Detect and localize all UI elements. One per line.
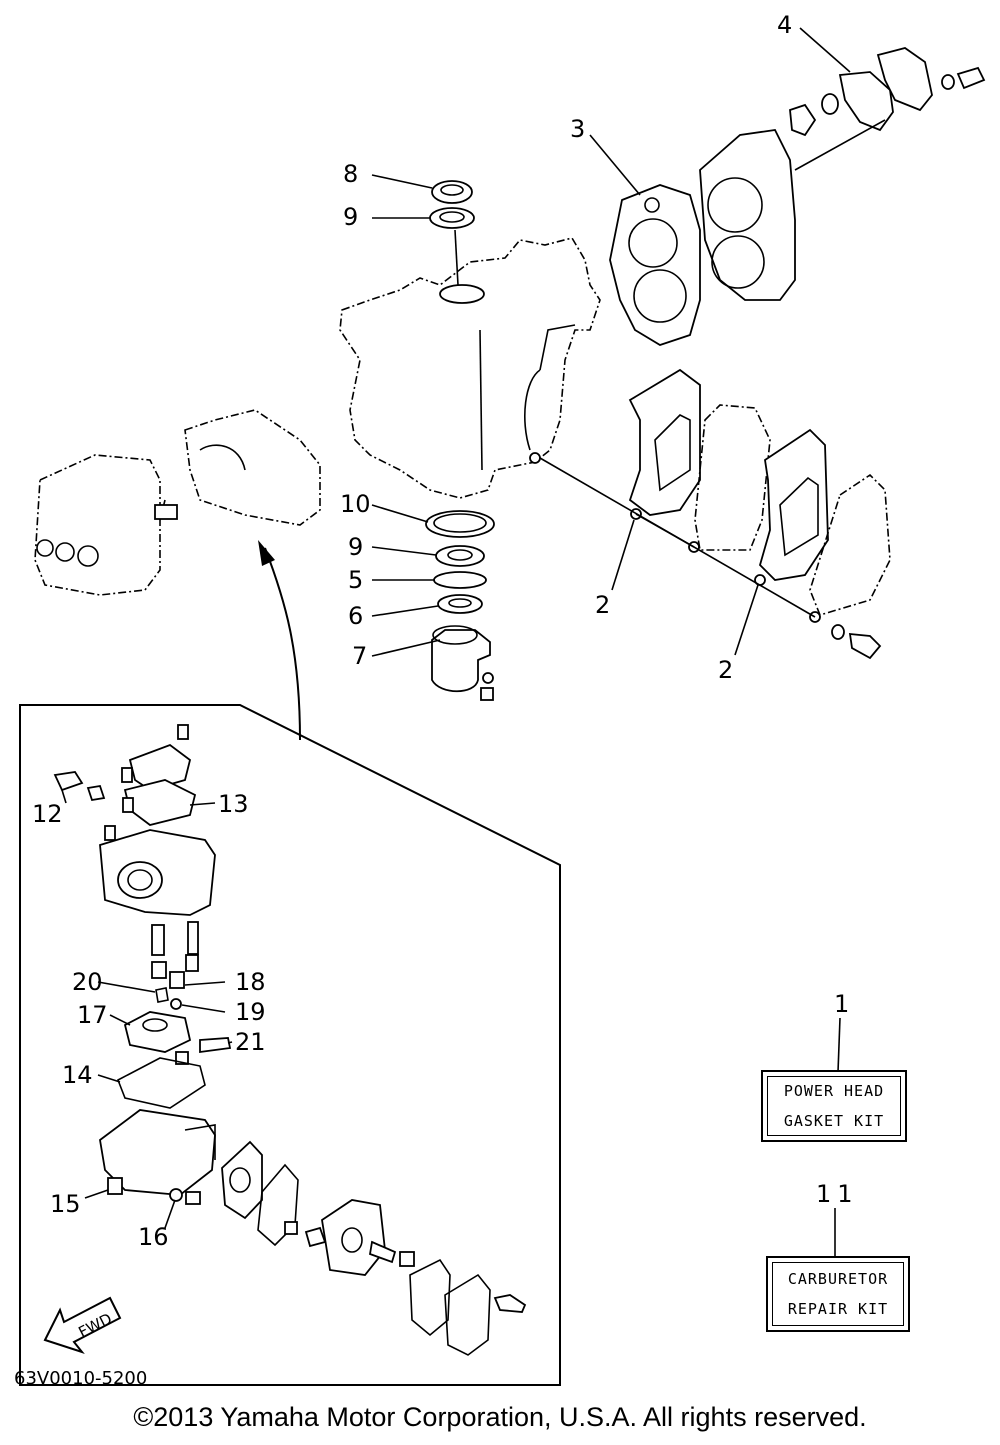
- callout-18: 18: [235, 968, 266, 996]
- callout-21: 21: [235, 1028, 266, 1056]
- callout-12: 12: [32, 800, 63, 828]
- callout-3: 3: [570, 115, 585, 143]
- washer-part-9-top: [429, 207, 475, 229]
- callout-7: 7: [352, 642, 367, 670]
- power-head-kit-line2: GASKET KIT: [783, 1112, 885, 1130]
- callout-15: 15: [50, 1190, 81, 1218]
- intake-silencer: [34, 454, 178, 596]
- callout-14: 14: [62, 1061, 93, 1089]
- fwd-arrow: FWD: [43, 1296, 122, 1354]
- callout-2-left: 2: [595, 591, 610, 619]
- power-head-kit-line1: POWER HEAD: [783, 1082, 885, 1100]
- diagram-number: 63V0010-5200: [14, 1368, 148, 1389]
- reed-valve-assembly: [539, 368, 891, 660]
- carburetor-module: [184, 409, 321, 526]
- callout-9-bottom: 9: [348, 533, 363, 561]
- gasket-part-3: [609, 184, 701, 346]
- arrow-head: [258, 540, 275, 566]
- callout-8: 8: [343, 160, 358, 188]
- callout-16: 16: [138, 1223, 169, 1251]
- seal-part-8: [431, 180, 473, 204]
- copyright-notice: ©2013 Yamaha Motor Corporation, U.S.A. A…: [133, 1402, 867, 1432]
- carburetor-kit-line1: CARBURETOR: [787, 1270, 889, 1288]
- carburetor-kit-line2: REPAIR KIT: [787, 1300, 889, 1318]
- callout-4: 4: [777, 11, 792, 39]
- callout-numbers: 4 3 8 9 10 9 5 6 7 2 2 1 11 12 13 14 15 …: [32, 11, 859, 1251]
- carburetor-inset-frame: [19, 704, 561, 1386]
- callout-1: 1: [834, 990, 849, 1018]
- callout-10: 10: [340, 490, 371, 518]
- callout-19: 19: [235, 998, 266, 1026]
- cylinder-head-cover: [699, 129, 796, 301]
- power-head-gasket-kit-box: POWER HEAD GASKET KIT: [761, 1070, 907, 1142]
- carburetor-repair-kit-box: CARBURETOR REPAIR KIT: [766, 1256, 910, 1332]
- callout-11: 11: [816, 1180, 859, 1208]
- thermostat-parts: [789, 47, 986, 171]
- callout-20: 20: [72, 968, 103, 996]
- callout-5: 5: [348, 566, 363, 594]
- callout-6: 6: [348, 602, 363, 630]
- callout-leader-lines: [61, 27, 851, 1256]
- carburetor-inset-parts: [53, 724, 527, 1356]
- callout-17: 17: [77, 1001, 108, 1029]
- callout-13: 13: [218, 790, 249, 818]
- inset-pointer-arrow: [264, 547, 301, 741]
- power-head-block: [339, 237, 601, 499]
- lower-seal-stack: [425, 510, 495, 701]
- callout-2-right: 2: [718, 656, 733, 684]
- callout-9-top: 9: [343, 203, 358, 231]
- fwd-label: FWD: [75, 1310, 114, 1342]
